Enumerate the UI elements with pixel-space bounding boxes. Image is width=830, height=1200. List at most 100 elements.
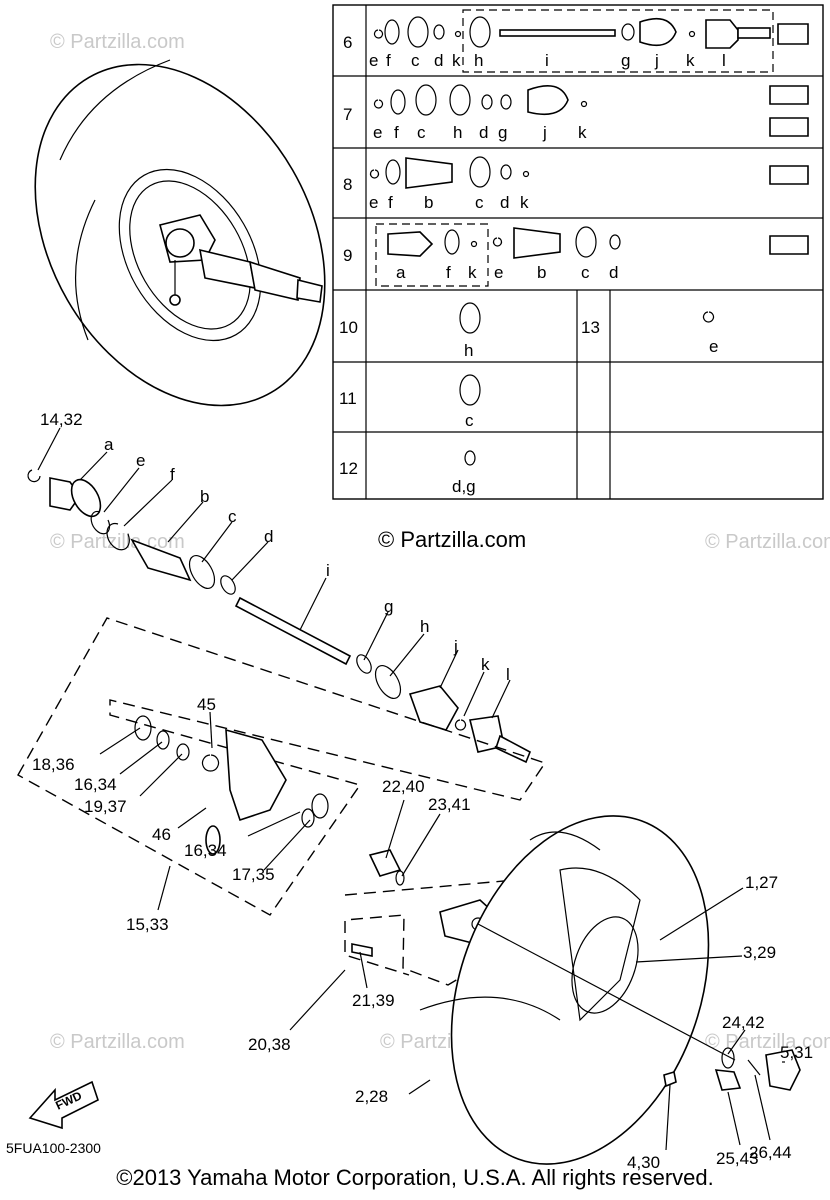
kit-row-6-letter-e: e (369, 51, 378, 70)
copyright-notice: ©2013 Yamaha Motor Corporation, U.S.A. A… (116, 1165, 714, 1190)
callout-18-36: 18,36 (32, 755, 75, 774)
kit-row-7-letter-k: k (578, 123, 587, 142)
callout-45: 45 (197, 695, 216, 714)
kit-table: 6 7 8 9 10 11 12 13 (332, 4, 824, 500)
kit-row-9-parts (375, 223, 809, 287)
kit-row-8-number: 8 (343, 175, 352, 194)
kit-row-6-letter-h: h (474, 51, 483, 70)
callout-16-34-a: 16,34 (74, 775, 117, 794)
callout-15-33: 15,33 (126, 915, 169, 934)
kit-row-6-letter-g: g (621, 51, 630, 70)
kit-row-11-letter-c: c (465, 411, 474, 430)
kit-row-6-letter-d: d (434, 51, 443, 70)
callout-l: l (506, 665, 510, 684)
kit-row-9-letter-k: k (468, 263, 477, 282)
kit-row-13-letter-e: e (709, 337, 718, 356)
callout-h: h (420, 617, 429, 636)
kit-row-6-letter-k2: k (686, 51, 695, 70)
callout-3-29: 3,29 (743, 943, 776, 962)
kit-row-9-letter-f: f (446, 263, 451, 282)
watermark-4: © Partzilla.com (50, 1031, 185, 1053)
callout-4-30: 4,30 (627, 1153, 660, 1172)
watermark-2: © Partzilla.com (50, 531, 185, 553)
kit-row-9-letter-d: d (609, 263, 618, 282)
callout-19-37: 19,37 (84, 797, 127, 816)
callouts: 14,32 a e f b c d i g h j k l 45 18,36 1… (32, 410, 813, 1172)
kit-row-6-letter-f: f (386, 51, 391, 70)
kit-row-7-letter-c: c (417, 123, 426, 142)
kit-row-6-parts (373, 9, 809, 73)
callout-i: i (326, 561, 330, 580)
callout-20-38: 20,38 (248, 1035, 291, 1054)
callout-21-39: 21,39 (352, 991, 395, 1010)
kit-row-6-letter-i: i (545, 51, 549, 70)
kit-row-9-letter-e: e (494, 263, 503, 282)
callout-25-43: 25,43 (716, 1149, 759, 1168)
callout-23-41: 23,41 (428, 795, 471, 814)
kit-row-9-letter-c: c (581, 263, 590, 282)
axle-nut-group (663, 1047, 801, 1091)
kit-row-8-letter-f: f (388, 193, 393, 212)
callout-22-40: 22,40 (382, 777, 425, 796)
diagram-code: 5FUA100-2300 (6, 1140, 101, 1156)
callout-k: k (481, 655, 490, 674)
kit-row-8-letter-k: k (520, 193, 529, 212)
callout-26-44: 26,44 (749, 1143, 792, 1162)
callout-46: 46 (152, 825, 171, 844)
kit-row-8-letter-c: c (475, 193, 484, 212)
kit-row-12-letter-dg: d,g (452, 477, 476, 496)
callout-j: j (453, 637, 458, 656)
kit-row-10-letter-h: h (464, 341, 473, 360)
kit-row-11-number: 11 (339, 389, 357, 408)
front-tire (419, 815, 736, 1165)
kit-row-8-parts (369, 156, 809, 189)
knuckle-group (17, 617, 547, 916)
kit-row-6-letter-c: c (411, 51, 420, 70)
callout-g: g (384, 597, 393, 616)
forward-arrow: FWD (28, 1080, 99, 1130)
callout-24-42: 24,42 (722, 1013, 765, 1032)
kit-row-7-letter-g: g (498, 123, 507, 142)
top-wheel-illustration (34, 59, 326, 407)
kit-row-6-number: 6 (343, 33, 352, 52)
kit-row-8-letter-d: d (500, 193, 509, 212)
kit-row-13-number: 13 (581, 318, 600, 337)
watermark-1: © Partzilla.com (50, 31, 185, 53)
partzilla-label: © Partzilla.com (378, 527, 527, 552)
callout-a: a (104, 435, 114, 454)
callout-5-31: 5,31 (780, 1043, 813, 1062)
callout-16-34-b: 16,34 (184, 841, 227, 860)
callout-e: e (136, 451, 145, 470)
watermark-6: © Partzilla.com (705, 1031, 830, 1053)
driveshaft-exploded (27, 469, 532, 764)
kit-row-7-letter-h: h (453, 123, 462, 142)
callout-2-28: 2,28 (355, 1087, 388, 1106)
kit-row-12-number: 12 (339, 459, 358, 478)
callout-14-32: 14,32 (40, 410, 83, 429)
kit-row-6-letter-j: j (654, 51, 659, 70)
kit-row-7-letter-d: d (479, 123, 488, 142)
callout-d: d (264, 527, 273, 546)
callout-c: c (228, 507, 237, 526)
kit-row-7-letter-f: f (394, 123, 399, 142)
kit-row-9-number: 9 (343, 246, 352, 265)
kit-row-7-parts (373, 84, 809, 137)
kit-row-10-13-parts (459, 302, 715, 466)
kit-row-9-letter-a: a (396, 263, 406, 282)
kit-row-6-letter-k: k (452, 51, 461, 70)
kit-row-7-number: 7 (343, 105, 352, 124)
callout-f: f (170, 465, 175, 484)
kit-row-10-number: 10 (339, 318, 358, 337)
leader-lines (37, 427, 785, 1151)
kit-row-9-letter-b: b (537, 263, 546, 282)
kit-row-7-letter-e: e (373, 123, 382, 142)
callout-17-35: 17,35 (232, 865, 275, 884)
kit-row-8-letter-b: b (424, 193, 433, 212)
kit-row-8-letter-e: e (369, 193, 378, 212)
callout-1-27: 1,27 (745, 873, 778, 892)
kit-row-6-letter-l: l (722, 51, 726, 70)
watermark-3: © Partzilla.com (705, 531, 830, 553)
kit-row-7-letter-j: j (542, 123, 547, 142)
callout-b: b (200, 487, 209, 506)
